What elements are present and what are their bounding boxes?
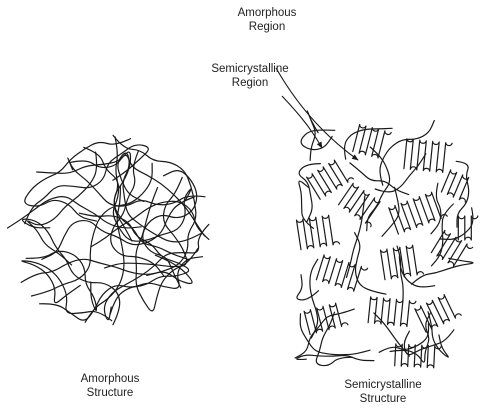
lamella-fold <box>381 245 424 280</box>
lamella-fold <box>316 255 367 291</box>
semicrystalline-region-label-line1: Semicrystalline <box>185 62 315 76</box>
lamella-fold <box>441 170 468 202</box>
amorphous-region-label: Amorphous Region <box>212 6 322 34</box>
amorphous-structure-label: Amorphous Structure <box>55 372 165 400</box>
polymer-chain <box>118 153 202 242</box>
polymer-chain <box>22 219 119 325</box>
polymer-chain <box>21 255 192 283</box>
polymer-chain <box>22 261 112 321</box>
polymer-chain <box>25 145 149 224</box>
lamella-fold <box>404 139 452 173</box>
semicrystalline-lamellae <box>297 124 478 367</box>
amorphous-region-label-line2: Region <box>212 20 322 34</box>
amorphous-region-label-line1: Amorphous <box>212 6 322 20</box>
tie-chain <box>367 147 390 231</box>
lamella-fold <box>368 297 416 327</box>
semicrystalline-structure-label: Semicrystalline Structure <box>318 378 448 406</box>
tie-chain <box>310 259 318 338</box>
semicrystalline-region-label-line2: Region <box>185 76 315 90</box>
tie-chain <box>404 330 454 355</box>
semicrystalline-structure-label-line1: Semicrystalline <box>318 378 448 392</box>
amorphous-structure-label-line2: Structure <box>55 386 165 400</box>
lamella-fold <box>415 295 461 333</box>
lamella-fold <box>297 215 340 250</box>
lamella-fold <box>339 183 381 226</box>
semicrystalline-structure-label-line2: Structure <box>318 392 448 406</box>
semicrystalline-region-arrow <box>282 96 322 148</box>
tie-chain <box>316 312 352 365</box>
polymer-chain <box>70 155 205 236</box>
tie-chain <box>428 312 448 357</box>
amorphous-structure-illustration <box>8 135 209 324</box>
lamella-fold <box>431 230 472 266</box>
polymer-chain <box>136 188 198 311</box>
tie-chain <box>297 275 318 300</box>
tie-chain <box>355 233 386 295</box>
lamella-fold <box>353 124 391 158</box>
tie-chain <box>307 111 318 161</box>
lamella-fold <box>304 303 348 334</box>
semicrystalline-region-label: Semicrystalline Region <box>185 62 315 90</box>
amorphous-structure-label-line1: Amorphous <box>55 372 165 386</box>
tie-chain <box>380 121 434 186</box>
tie-chain <box>431 183 441 234</box>
